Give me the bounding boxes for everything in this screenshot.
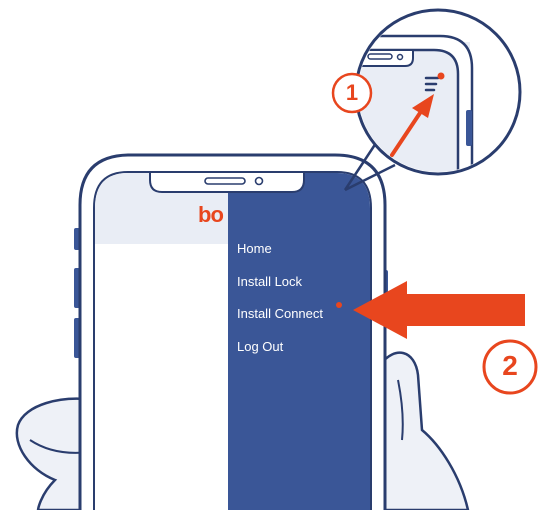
zoom-speaker	[367, 53, 393, 60]
menu-item-install-connect[interactable]: Install Connect	[237, 306, 323, 321]
side-menu-panel	[228, 173, 370, 510]
step-two-label: 2	[502, 350, 518, 381]
step-one-circle	[331, 72, 373, 114]
zoom-phone-frame	[358, 34, 474, 172]
phone-notch	[149, 171, 305, 193]
front-camera	[254, 176, 264, 186]
menu-item-install-lock[interactable]: Install Lock	[237, 274, 303, 289]
install-connect-arrow-icon	[353, 281, 525, 339]
tap-arrow-icon	[390, 108, 424, 157]
notification-dot	[336, 302, 342, 308]
step-one-label: 1	[345, 80, 359, 105]
step-two-circle	[482, 339, 538, 395]
right-hand-line	[397, 379, 404, 441]
app-logo: bo	[198, 202, 224, 227]
left-hand	[15, 397, 97, 510]
right-hand	[378, 351, 470, 510]
menu-item-log-out[interactable]: Log Out	[237, 339, 284, 354]
callout-pointer	[343, 139, 396, 192]
hamburger-menu-icon[interactable]	[424, 72, 445, 92]
zoom-side-button	[466, 110, 472, 146]
menu-item-home[interactable]: Home	[237, 241, 272, 256]
zoom-camera	[396, 53, 404, 61]
speaker-grille	[204, 177, 246, 185]
tap-arrow-head	[412, 94, 434, 118]
